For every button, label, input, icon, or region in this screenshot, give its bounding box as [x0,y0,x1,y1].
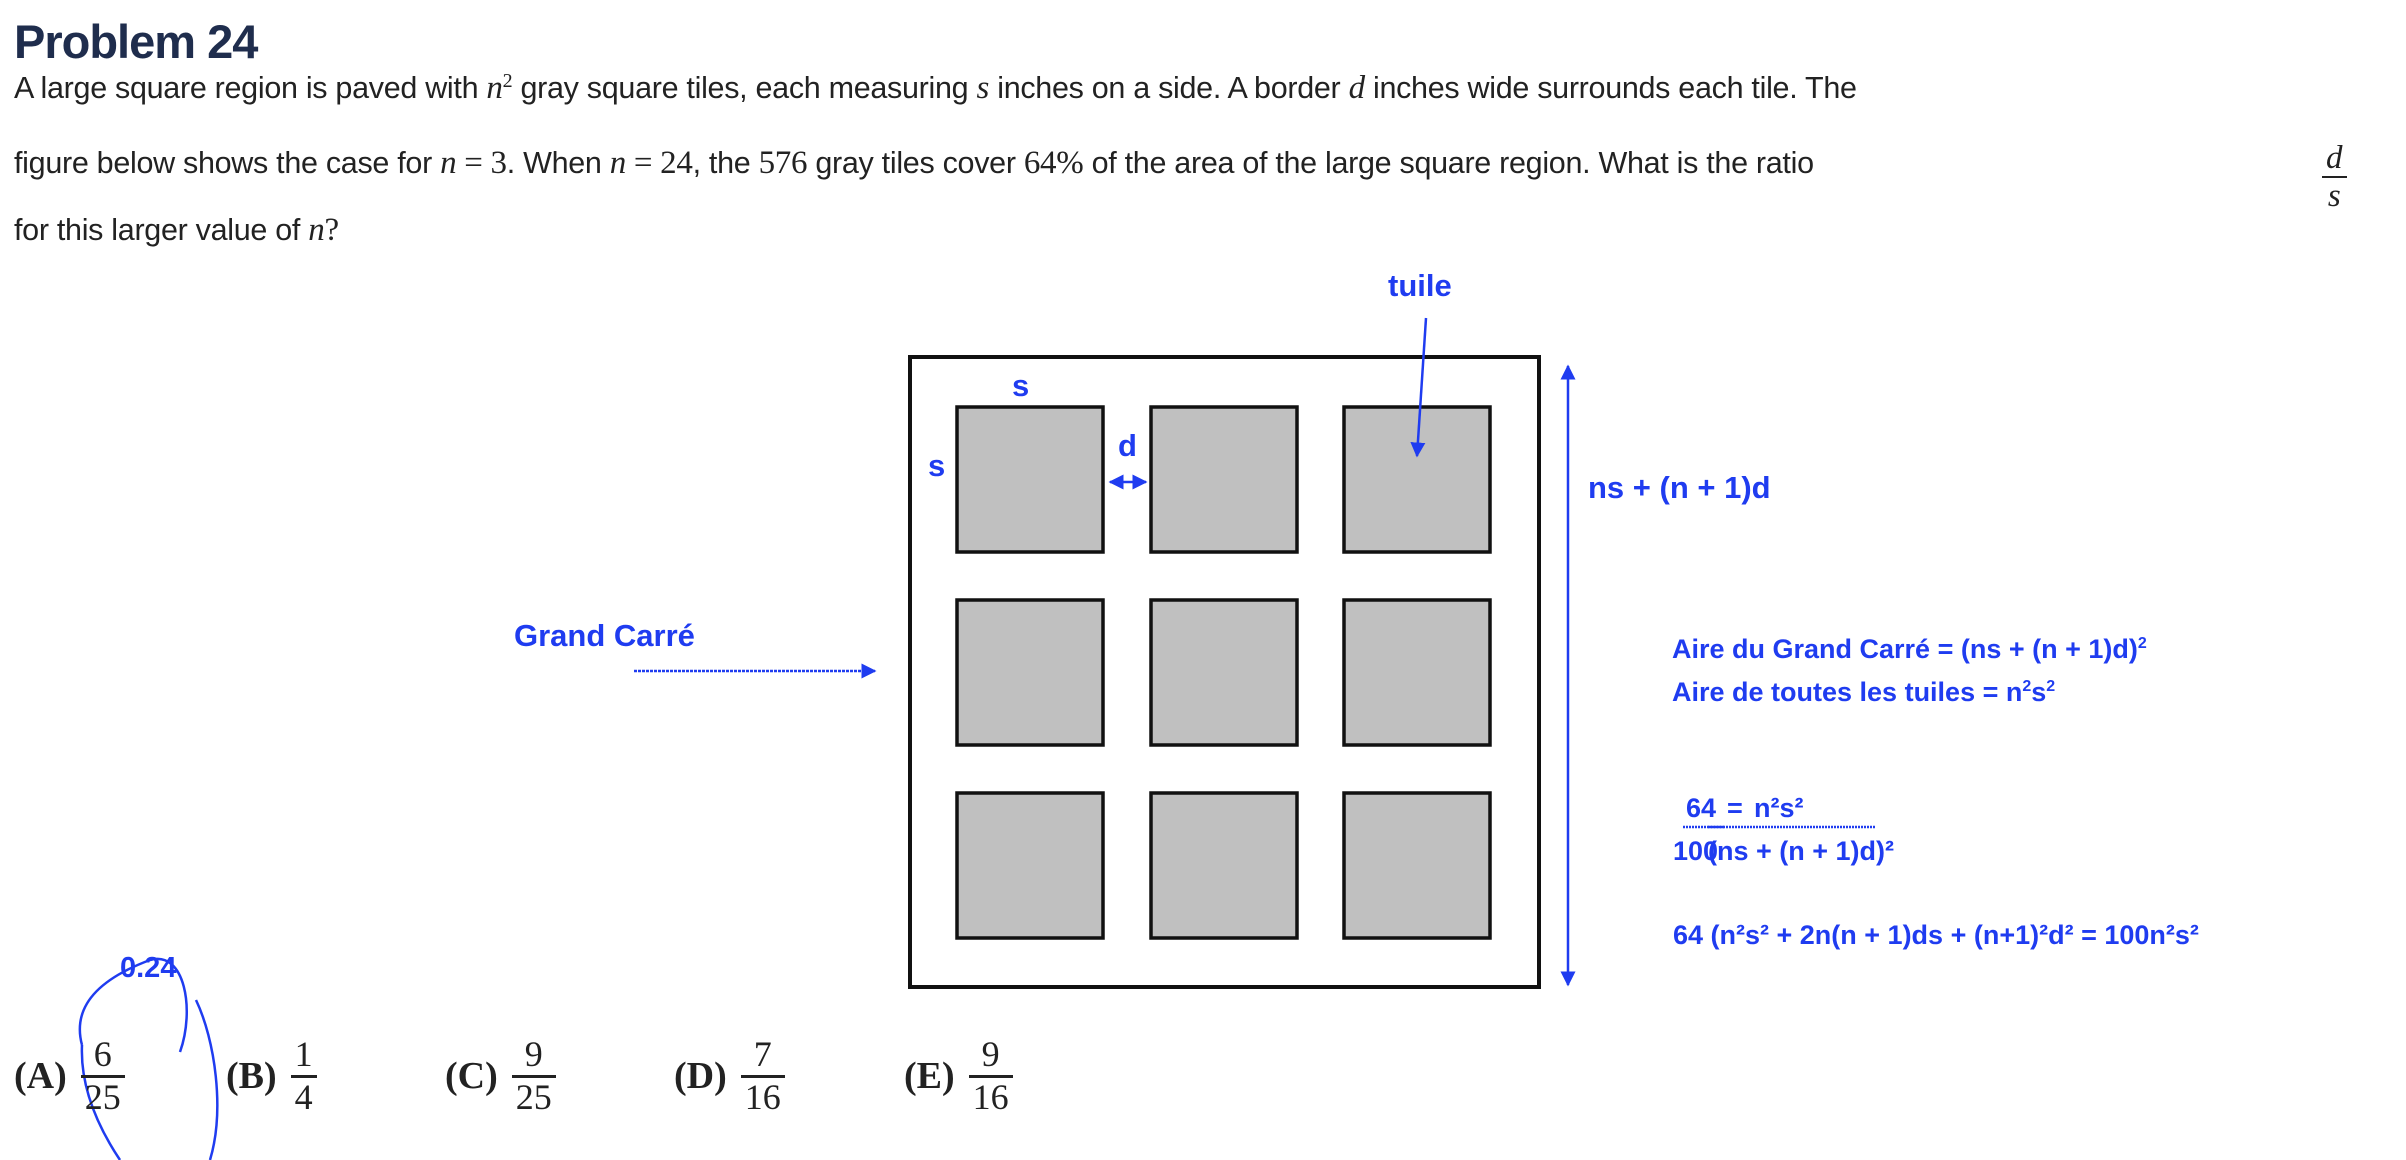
tile [1149,405,1299,554]
math-exponent: 2 [502,70,513,92]
fraction-bar [511,1074,556,1078]
equals-sign: = [1727,793,1743,823]
label-s-left: s [928,448,946,483]
text: inches wide surrounds each tile. The [1364,71,1857,106]
fraction-right-den: (ns + (n + 1)d)² [1708,836,1895,866]
fraction-bar [740,1074,785,1078]
label-side-length: ns + (n + 1)d [1588,470,1771,505]
note-aire-tuiles: Aire de toutes les tuiles = n2s2 [1672,677,2055,708]
denominator: 4 [294,1076,313,1117]
tile [955,598,1105,747]
note-aire-grand-carre: Aire du Grand Carré = (ns + (n + 1)d)2 [1672,634,2147,665]
text: , the [692,146,759,180]
fraction-left-den: 100 [1673,836,1719,866]
fraction-bar [80,1074,125,1078]
numerator: 7 [753,1034,772,1074]
text: inches on a side. A border [989,71,1349,106]
fraction-right-num: n²s² [1754,793,1804,823]
answer-circle-left [80,1044,122,1160]
numerator: 9 [981,1034,1000,1074]
math: 576 [758,145,808,181]
fraction-bar [2322,176,2347,179]
tile [1149,598,1299,747]
text: gray square tiles, each measuring [512,71,977,106]
numerator: 9 [524,1034,543,1074]
label-grand-carre: Grand Carré [514,618,695,653]
denominator: 16 [972,1076,1009,1117]
math-d: d [1348,70,1366,107]
math-n: n [486,70,503,107]
note-expanded-equation: 64 (n²s² + 2n(n + 1)ds + (n+1)²d² = 100n… [1673,920,2199,950]
text: s [2031,677,2047,707]
text: A large square region is paved with [14,71,487,106]
problem-line-3: for this larger value of n? [14,212,339,249]
tile-pointer-arrow [1410,317,1428,458]
page-title: Problem 24 [14,15,258,68]
math-s: s [976,70,990,107]
choice-label: (E) [904,1055,955,1098]
text: Aire du Grand Carré = (ns + (n + 1)d) [1672,634,2138,664]
numerator: 1 [294,1034,313,1074]
answer-bracket [194,999,219,1160]
tile [1342,598,1492,747]
tile [955,791,1105,940]
choice-label: (D) [674,1055,727,1098]
text: gray tiles cover [807,146,1024,180]
math: 64% [1023,145,1084,181]
ratio-fraction: d s [2322,140,2347,215]
fraction-bar [968,1074,1013,1078]
text: ? [324,212,339,248]
denominator: 16 [744,1076,781,1117]
text: Aire de toutes les tuiles = n [1672,677,2023,707]
label-d: d [1118,428,1137,463]
text: of the area of the large square region. … [1083,146,1814,180]
exponent: 2 [2046,678,2056,695]
choice-label: (A) [14,1055,67,1098]
fraction-denominator: s [2327,178,2341,215]
math: = 24 [625,145,693,181]
label-s-top: s [1012,368,1030,403]
problem-line-2: figure below shows the case for n = 3. W… [14,145,1814,182]
choice-label: (C) [445,1055,498,1098]
answer-note: 0.24 [120,952,177,984]
choice-label: (B) [226,1055,277,1098]
denominator: 25 [84,1076,121,1117]
tile [1149,791,1299,940]
fraction-left-num: 64 [1686,793,1717,823]
answer-circle-top [78,957,188,1053]
text: figure below shows the case for [14,146,441,180]
problem-line-1: A large square region is paved with n2 g… [14,70,1857,107]
math: = 3 [456,145,507,181]
tile [1342,405,1492,554]
fraction-numerator: d [2326,140,2343,176]
text: . When [506,146,610,180]
fraction-bar [290,1074,317,1078]
numerator: 6 [93,1034,112,1074]
label-tuile: tuile [1388,268,1452,303]
tile-grid [955,405,1492,940]
math-n: n [440,145,457,181]
tile [1342,791,1492,940]
math-n: n [609,145,627,181]
denominator: 25 [515,1076,552,1117]
math-n: n [308,212,325,248]
text: for this larger value of [14,213,309,247]
exponent: 2 [2022,678,2032,695]
tile [955,405,1105,554]
exponent: 2 [2137,635,2147,652]
